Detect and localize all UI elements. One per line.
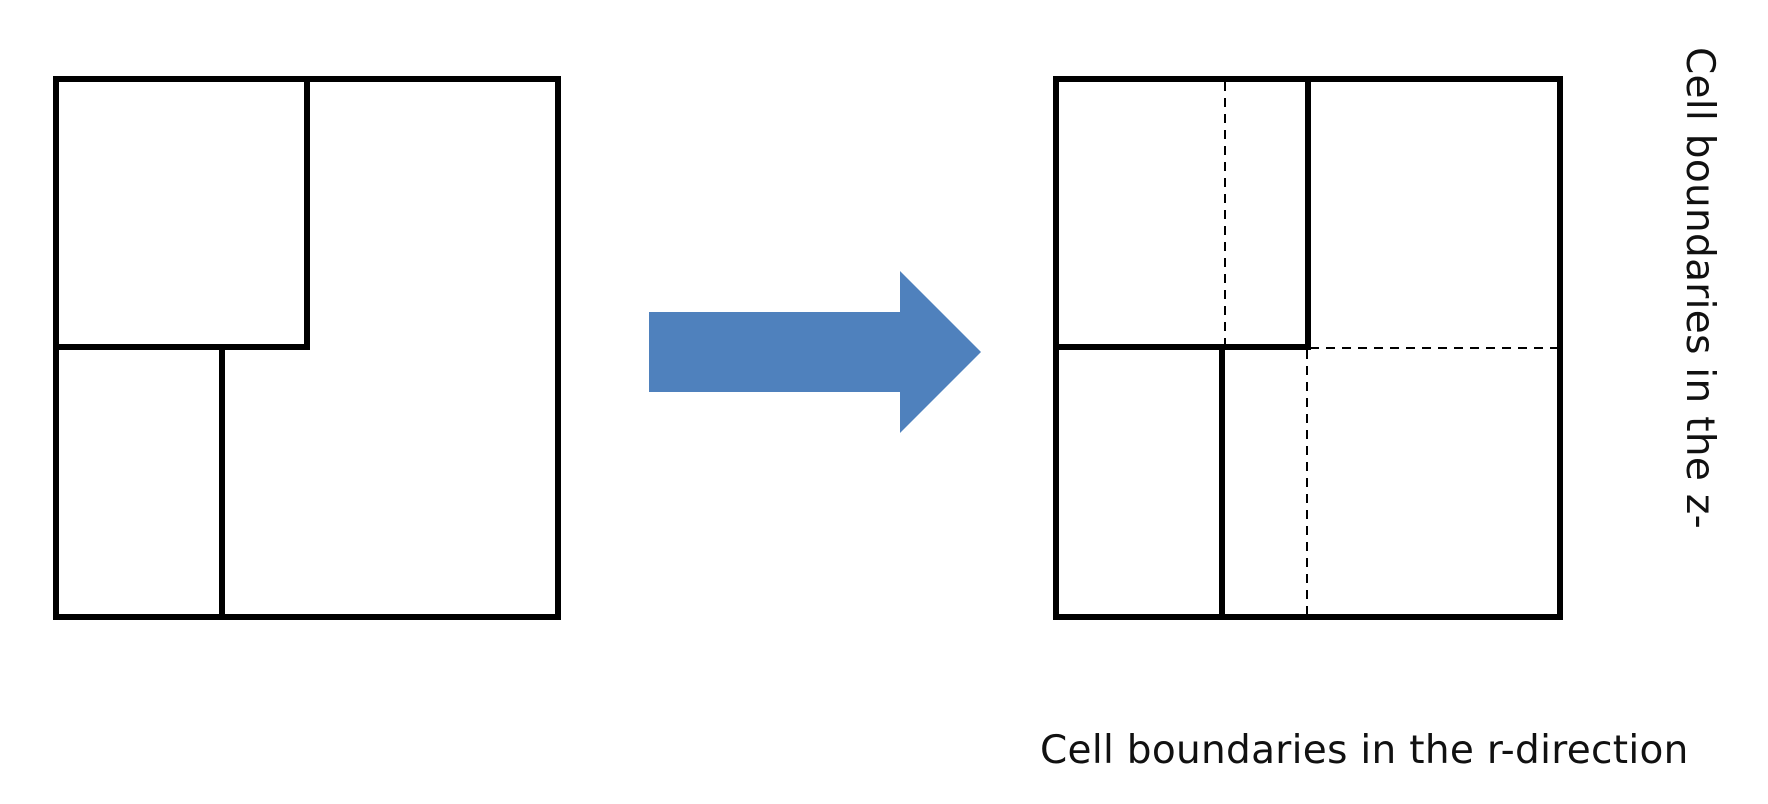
left-mesh	[53, 76, 561, 620]
arrow-icon	[649, 271, 981, 433]
z-direction-label: Cell boundaries in the z-	[1677, 47, 1722, 529]
right-top-cell-boundary	[1056, 76, 1311, 350]
left-top-cell-boundary	[56, 76, 310, 350]
r-direction-label: Cell boundaries in the r-direction	[1040, 728, 1689, 773]
refinement-arrow	[649, 271, 981, 433]
right-mesh	[1053, 76, 1563, 620]
